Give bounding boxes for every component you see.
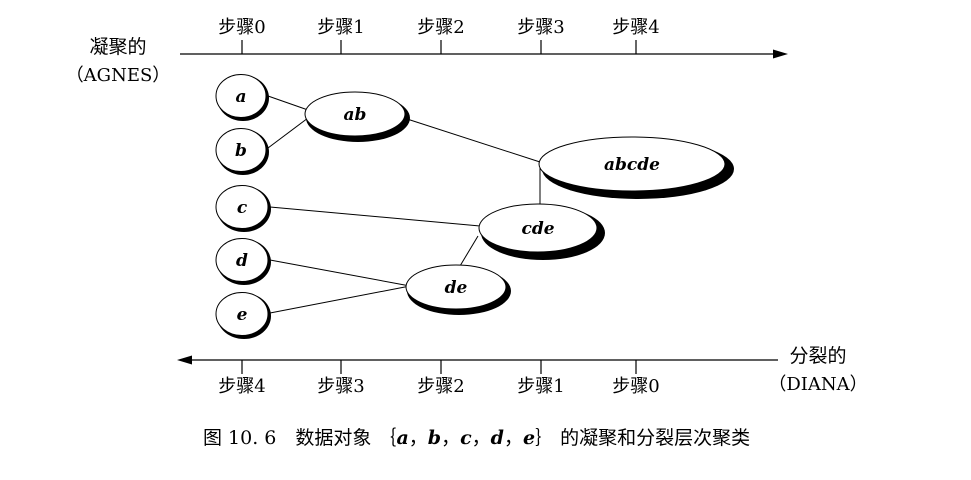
node-label: c [237, 198, 248, 218]
diana-title: 分裂的 [789, 345, 846, 367]
node-abcde: abcde [538, 136, 734, 199]
caption-suffix: ｝ 的凝聚和分裂层次聚类 [535, 427, 750, 449]
node-b: b [215, 128, 269, 175]
caption-item: d [491, 427, 504, 449]
diana-step-label: 步骤2 [417, 376, 464, 397]
node-ellipse [215, 128, 267, 172]
node-ellipse [215, 74, 267, 118]
node-ellipse [215, 238, 269, 282]
caption-separator: ， [504, 427, 523, 449]
link-e-de [269, 285, 411, 314]
diana-step-label: 步骤4 [218, 376, 265, 397]
cluster-links [267, 95, 541, 314]
diana-step-label: 步骤0 [612, 376, 659, 397]
node-c: c [215, 185, 271, 232]
node-label: b [235, 141, 247, 161]
agnes-arrowhead [773, 49, 788, 59]
caption-item: b [428, 427, 441, 449]
caption-item: a [396, 427, 408, 449]
node-ellipse [304, 91, 406, 137]
caption-separator: ， [472, 427, 491, 449]
agnes-step-label: 步骤1 [317, 17, 364, 38]
caption-separator: ， [441, 427, 460, 449]
node-ellipse [478, 203, 598, 253]
node-ellipse [215, 292, 269, 336]
agnes-step-label: 步骤3 [517, 17, 564, 38]
node-e: e [215, 292, 271, 339]
node-label: cde [521, 219, 554, 239]
agnes-method: （AGNES） [66, 65, 171, 86]
agnes-step-label: 步骤4 [612, 17, 659, 38]
caption-separator: ， [409, 427, 428, 449]
link-de-cde [459, 235, 479, 267]
node-ab: ab [304, 91, 410, 142]
node-label: abcde [604, 155, 660, 175]
link-a-ab [267, 95, 309, 111]
node-label: a [235, 87, 246, 107]
node-ellipse [215, 185, 269, 229]
diana-step-label: 步骤3 [317, 376, 364, 397]
caption-item: c [460, 427, 472, 449]
cluster-nodes: a b c d e ab [215, 74, 734, 339]
node-ellipse [405, 264, 507, 310]
node-label: ab [344, 105, 367, 125]
agnes-step-label: 步骤2 [417, 17, 464, 38]
agnes-axis: 步骤0 步骤1 步骤2 步骤3 步骤4 凝聚的 （AGNES） [66, 17, 788, 86]
diana-axis: 步骤4 步骤3 步骤2 步骤1 步骤0 分裂的 （DIANA） [177, 345, 868, 397]
link-b-ab [267, 117, 309, 149]
diana-method: （DIANA） [768, 374, 867, 395]
node-de: de [405, 264, 511, 315]
diana-arrowhead [177, 355, 192, 365]
agnes-step-label: 步骤0 [218, 17, 265, 38]
node-label: d [236, 251, 248, 271]
node-label: de [445, 278, 468, 298]
figure-caption: 图 10. 6 数据对象 ｛a，b，c，d，e｝ 的凝聚和分裂层次聚类 [203, 427, 750, 449]
link-ab-abcde [403, 117, 541, 163]
node-cde: cde [478, 203, 605, 260]
node-label: e [237, 305, 248, 325]
node-ellipse [538, 136, 726, 192]
caption-prefix: 图 10. 6 数据对象 ｛ [203, 427, 396, 449]
node-a: a [215, 74, 269, 121]
link-d-de [269, 259, 411, 287]
diana-step-label: 步骤1 [517, 376, 564, 397]
node-d: d [215, 238, 271, 285]
link-c-cde [269, 206, 481, 227]
agnes-title: 凝聚的 [89, 36, 146, 58]
caption-item: e [523, 427, 535, 449]
